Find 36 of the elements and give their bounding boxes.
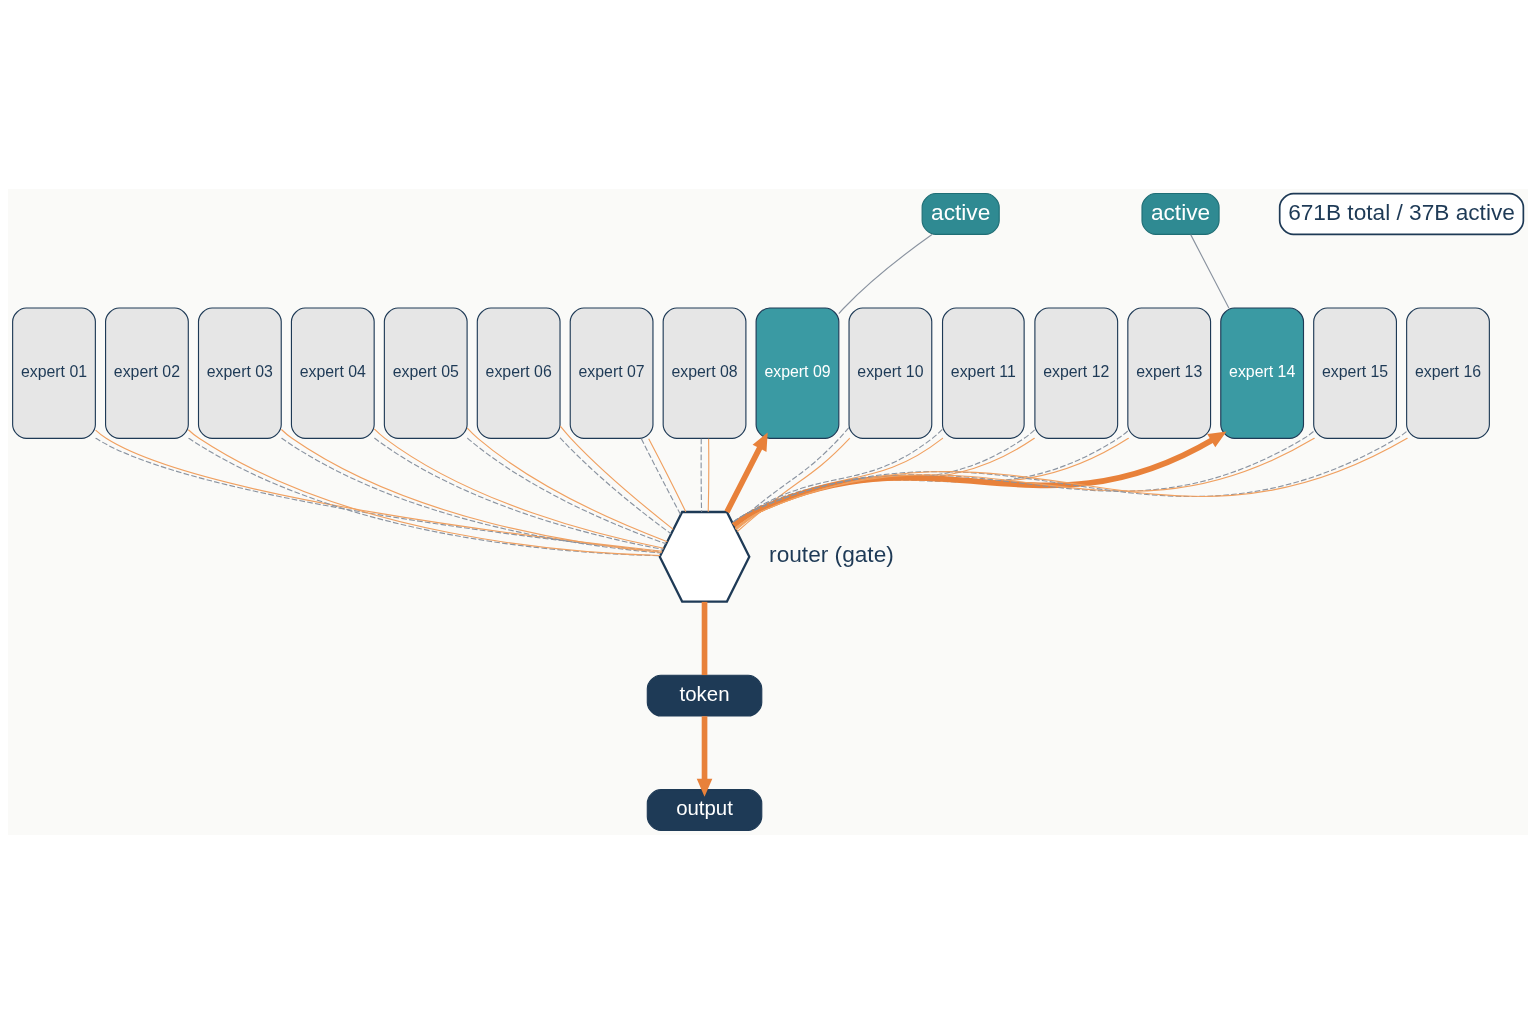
node-hexagon	[658, 510, 751, 603]
connector	[700, 438, 703, 513]
node-box: expert 05	[383, 307, 468, 439]
node-box: token	[646, 674, 763, 717]
node-box: expert 16	[1406, 307, 1490, 439]
node-label: router (gate)	[769, 541, 894, 568]
node-box: active	[921, 192, 1000, 235]
connector	[707, 438, 710, 513]
node-box: expert 06	[476, 307, 561, 439]
connector	[559, 437, 672, 535]
node-box: output	[646, 789, 763, 832]
connector	[640, 438, 682, 516]
node-box: 671B total / 37B active	[1278, 192, 1525, 236]
connector	[838, 233, 933, 315]
node-box: expert 08	[662, 307, 747, 439]
connector	[701, 601, 708, 675]
node-box: expert 11	[941, 307, 1025, 439]
node-box: expert 15	[1313, 307, 1397, 439]
node-box: expert 14	[1220, 307, 1305, 439]
node-box: active	[1141, 192, 1220, 235]
node-box: expert 07	[569, 307, 654, 439]
connector	[559, 425, 674, 530]
arrow	[696, 716, 713, 797]
node-box: expert 02	[105, 307, 189, 439]
node-box: expert 12	[1034, 307, 1119, 439]
arrow	[724, 432, 768, 514]
node-box: expert 10	[848, 307, 933, 439]
node-box: expert 09	[755, 307, 840, 439]
node-box: expert 13	[1127, 307, 1212, 439]
node-box: expert 01	[12, 307, 96, 439]
arrow	[731, 431, 1227, 528]
connector	[1190, 234, 1230, 309]
node-box: expert 04	[290, 307, 375, 439]
node-box: expert 03	[197, 307, 282, 439]
connector	[648, 438, 687, 513]
connector	[736, 437, 851, 533]
